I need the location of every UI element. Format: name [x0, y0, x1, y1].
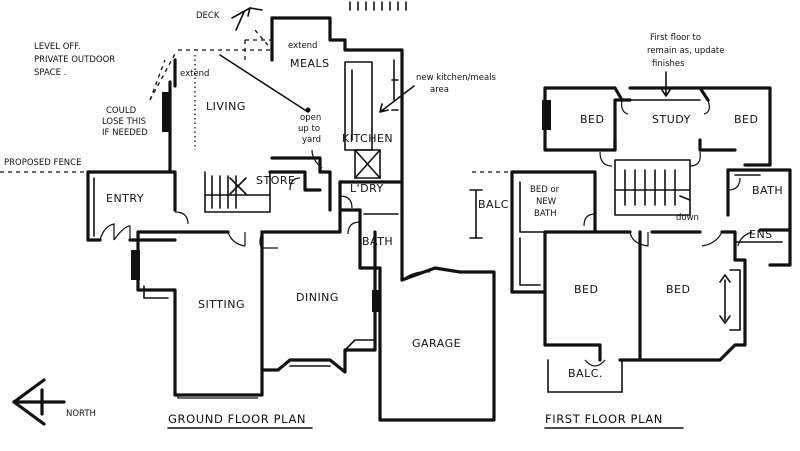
room-label-garage: GARAGE — [412, 337, 461, 350]
room-label-bed-or-line-2: NEW — [536, 197, 557, 207]
room-label-bath-ground: BATH — [362, 235, 393, 248]
room-label-bath-first: BATH — [752, 184, 783, 197]
room-label-living: LIVING — [206, 100, 246, 113]
open-to-yard-line-2: up to — [298, 124, 320, 134]
room-label-dining: DINING — [296, 291, 339, 304]
could-lose-line-1: COULD — [106, 106, 137, 116]
first-floor-note-line-3: finishes — [652, 59, 685, 69]
kitchen-note-arrow — [379, 85, 415, 113]
top-stair-hatch — [349, 1, 407, 11]
room-label-bed-nw: BED — [580, 113, 604, 126]
extend-note-living: extend — [180, 69, 209, 79]
kitchen-note-line-1: new kitchen/meals — [416, 73, 497, 83]
first-floor-note-line-1: First floor to — [650, 33, 701, 43]
room-label-ldry: L'DRY — [350, 182, 384, 195]
room-label-balc-south: BALC. — [568, 367, 603, 380]
room-label-kitchen: KITCHEN — [342, 132, 393, 145]
level-off-line-3: SPACE . — [34, 68, 66, 78]
room-label-bed-se: BED — [666, 283, 690, 296]
north-label: NORTH — [66, 409, 96, 419]
room-label-bed-ne: BED — [734, 113, 758, 126]
room-label-store: STORE — [256, 174, 295, 187]
room-label-entry: ENTRY — [106, 192, 144, 205]
deck-note: DECK — [196, 11, 220, 21]
room-label-bed-sw: BED — [574, 283, 598, 296]
stair-down-label: down — [676, 213, 699, 223]
open-to-yard-line-1: open — [300, 113, 321, 123]
north-arrow-icon — [12, 378, 66, 426]
room-label-bed-or-line-3: BATH — [534, 209, 557, 219]
proposed-fence-note: PROPOSED FENCE — [4, 158, 81, 168]
ground-floor-plan — [0, 1, 496, 422]
ground-floor-title: GROUND FLOOR PLAN — [168, 412, 306, 426]
could-lose-line-2: LOSE THIS — [102, 117, 146, 127]
extend-note-meals: extend — [288, 41, 317, 51]
room-label-ens: ENS — [749, 228, 773, 241]
level-off-line-1: LEVEL OFF. — [34, 42, 81, 52]
room-label-study: STUDY — [652, 113, 691, 126]
first-floor-plan — [469, 86, 792, 393]
kitchen-note-line-2: area — [430, 85, 449, 95]
room-label-balc-west: BALC — [478, 198, 509, 211]
level-off-line-2: PRIVATE OUTDOOR — [34, 55, 115, 65]
first-floor-title: FIRST FLOOR PLAN — [545, 412, 663, 426]
first-floor-note-line-2: remain as, update — [647, 46, 724, 56]
room-label-bed-or-line-1: BED or — [530, 185, 560, 195]
could-lose-line-3: IF NEEDED — [102, 128, 148, 138]
first-floor-note-arrow — [661, 71, 671, 97]
room-label-sitting: SITTING — [198, 298, 245, 311]
open-to-yard-line-3: yard — [302, 135, 321, 145]
room-label-meals: MEALS — [290, 57, 330, 70]
